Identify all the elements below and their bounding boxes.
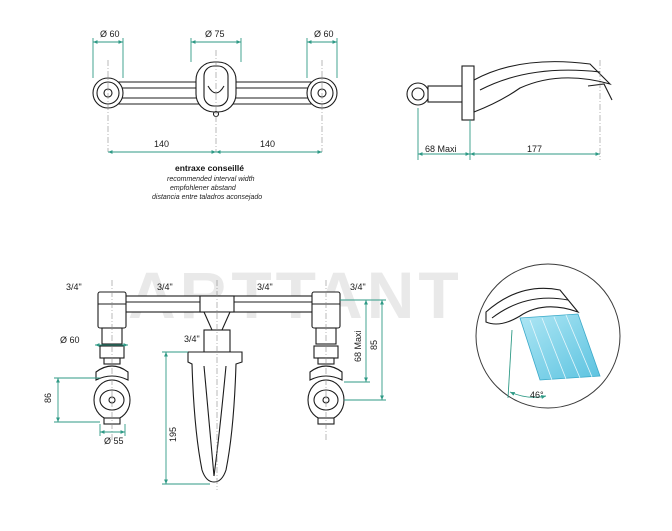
caption-line-en: recommended interval width (167, 176, 255, 183)
dim-side-spout-reach: 177 (527, 144, 542, 154)
thread-left-fitting: 3/4" (66, 282, 82, 292)
caption-line-es: distancia entre taladros aconsejado (152, 194, 262, 201)
top-view: Ø 60 Ø 75 Ø 60 140 140 (92, 29, 338, 155)
thread-right-fitting: 3/4" (350, 282, 366, 292)
front-view: 3/4" 3/4" 3/4" 3/4" 3/4" Ø 60 86 Ø 55 19… (43, 280, 386, 490)
dim-front-overall-depth: 85 (369, 340, 379, 350)
dim-handle-height: 86 (43, 393, 53, 403)
dim-top-left-diameter: Ø 60 (100, 29, 120, 39)
dim-top-interval-right: 140 (260, 139, 275, 149)
thread-spout: 3/4" (184, 334, 200, 344)
water-spray-fan (519, 313, 601, 381)
dim-spout-length: 195 (168, 427, 178, 442)
caption-line-de: empfohlener abstand (170, 185, 237, 192)
side-view: 68 Maxi 177 (406, 60, 613, 160)
dim-top-center-diameter: Ø 75 (205, 29, 225, 39)
dimension-lines-front (54, 299, 386, 485)
side-view-outline (406, 60, 613, 160)
spray-angle-label: 46° (530, 390, 544, 400)
dim-top-right-diameter: Ø 60 (314, 29, 334, 39)
dim-side-wall-depth: 68 Maxi (425, 144, 457, 154)
dim-handle-diameter: Ø 55 (104, 436, 124, 446)
dim-handle-base-diameter: Ø 60 (60, 335, 80, 345)
dim-front-wall-depth: 68 Maxi (353, 330, 363, 362)
dimension-lines-top (92, 38, 338, 155)
watermark: ARTTANT (128, 258, 463, 332)
top-view-outline (92, 50, 338, 152)
dim-top-interval-left: 140 (154, 139, 169, 149)
dimension-lines-side (417, 108, 600, 160)
interval-caption: entraxe conseillé recommended interval w… (152, 163, 262, 201)
spray-detail: 46° (475, 263, 621, 409)
thread-pipe-right: 3/4" (257, 282, 273, 292)
front-view-outline (93, 280, 345, 490)
caption-title: entraxe conseillé (175, 163, 244, 173)
thread-pipe-left: 3/4" (157, 282, 173, 292)
angle-arc (509, 391, 547, 400)
